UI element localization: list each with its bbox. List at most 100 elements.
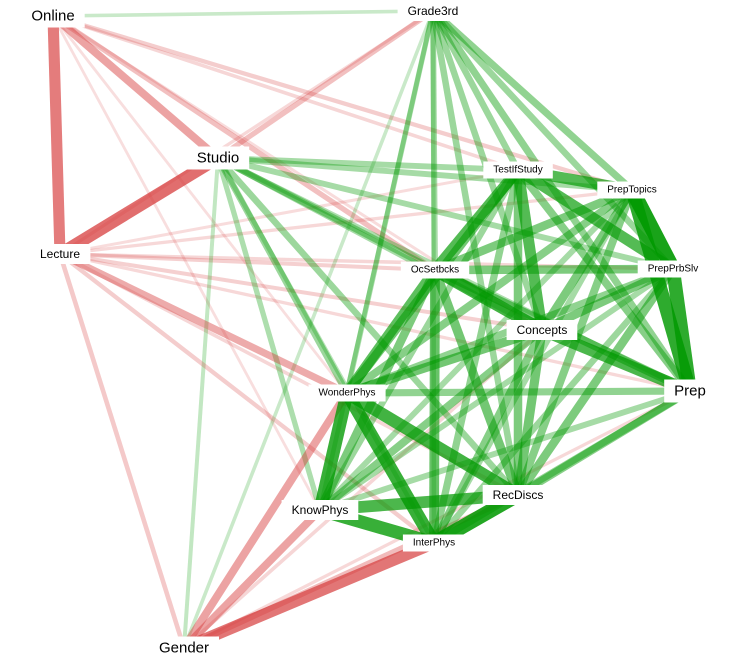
node-box bbox=[308, 384, 386, 402]
edge-lecture-interphys bbox=[58, 252, 436, 545]
edge-studio-grade3rd bbox=[216, 8, 435, 161]
edge-gender-concepts bbox=[182, 328, 544, 650]
node-recdiscs: RecDiscs bbox=[482, 485, 554, 505]
node-box bbox=[400, 261, 470, 279]
node-box bbox=[402, 534, 466, 552]
edge-studio-knowphys bbox=[215, 157, 323, 511]
node-ocsetbcks: OcSetbcks bbox=[400, 261, 470, 279]
edge-wonderphys-recdiscs bbox=[343, 387, 522, 501]
node-box bbox=[506, 320, 578, 340]
edge-gender-knowphys bbox=[181, 507, 323, 651]
edge-studio-wonderphys bbox=[215, 156, 350, 395]
node-box bbox=[397, 1, 469, 21]
edge-testifstudy-knowphys bbox=[317, 168, 521, 512]
node-studio: Studio bbox=[186, 146, 250, 170]
node-gender: Gender bbox=[149, 636, 219, 660]
node-box bbox=[597, 181, 667, 199]
edge-online-ocsetbcks bbox=[51, 13, 437, 273]
node-label-ocsetbcks: OcSetbcks bbox=[411, 265, 459, 276]
edge-online-wonderphys bbox=[51, 15, 349, 394]
node-box bbox=[482, 485, 554, 505]
node-prep: Prep bbox=[664, 379, 716, 403]
node-box bbox=[637, 260, 709, 278]
edge-ocsetbcks-recdiscs bbox=[430, 268, 523, 497]
edge-wonderphys-interphys bbox=[341, 389, 440, 547]
node-label-online: Online bbox=[31, 8, 74, 25]
edge-gender-interphys bbox=[181, 537, 437, 654]
node-label-prep: Prep bbox=[674, 383, 706, 400]
edge-lecture-wonderphys bbox=[58, 250, 349, 397]
edge-online-lecture bbox=[47, 15, 66, 255]
edge-concepts-recdiscs bbox=[513, 329, 547, 496]
node-concepts: Concepts bbox=[506, 320, 578, 340]
edge-lecture-concepts bbox=[59, 252, 543, 332]
edge-concepts-interphys bbox=[430, 328, 546, 545]
node-testifstudy: TestIfStudy bbox=[483, 161, 553, 179]
edge-concepts-wonderphys bbox=[345, 325, 544, 398]
node-label-recdiscs: RecDiscs bbox=[493, 488, 544, 502]
node-label-lecture: Lecture bbox=[40, 247, 80, 261]
node-box bbox=[281, 500, 359, 520]
edge-testifstudy-prep bbox=[514, 167, 694, 394]
edge-prepprbslv-recdiscs bbox=[514, 266, 677, 498]
edge-online-knowphys bbox=[51, 15, 322, 511]
node-wonderphys: WonderPhys bbox=[308, 384, 386, 402]
edge-lecture-ocsetbcks bbox=[59, 252, 436, 272]
edge-testifstudy-ocsetbcks bbox=[430, 166, 523, 274]
edge-online-grade3rd bbox=[52, 9, 434, 18]
edge-lecture-prep bbox=[59, 252, 691, 393]
node-knowphys: KnowPhys bbox=[281, 500, 359, 520]
node-label-grade3rd: Grade3rd bbox=[408, 4, 459, 18]
edge-grade3rd-prepprbslv bbox=[430, 8, 676, 272]
edge-online-preptopics bbox=[52, 13, 633, 193]
edge-prepprbslv-knowphys bbox=[318, 266, 675, 513]
edge-online-testifstudy bbox=[52, 14, 519, 172]
node-prepprbslv: PrepPrbSlv bbox=[637, 260, 709, 278]
node-box bbox=[186, 146, 250, 170]
edge-preptopics-concepts bbox=[538, 187, 636, 333]
node-box bbox=[21, 4, 85, 28]
edge-prepprbslv-prep bbox=[666, 268, 697, 392]
node-box bbox=[664, 379, 716, 403]
node-label-knowphys: KnowPhys bbox=[292, 503, 349, 517]
node-label-wonderphys: WonderPhys bbox=[318, 388, 375, 399]
node-preptopics: PrepTopics bbox=[597, 181, 667, 199]
node-label-gender: Gender bbox=[159, 640, 209, 657]
edge-prepprbslv-ocsetbcks bbox=[434, 264, 674, 275]
edge-studio-ocsetbcks bbox=[216, 155, 437, 273]
edge-testifstudy-concepts bbox=[512, 169, 548, 331]
node-interphys: InterPhys bbox=[402, 534, 466, 552]
edge-preptopics-prepprbslv bbox=[625, 186, 680, 273]
edge-prep-recdiscs bbox=[515, 387, 693, 499]
node-box bbox=[149, 636, 219, 660]
node-label-interphys: InterPhys bbox=[413, 538, 455, 549]
node-online: Online bbox=[21, 4, 85, 28]
edge-online-studio bbox=[50, 13, 221, 161]
node-label-concepts: Concepts bbox=[517, 323, 568, 337]
node-grade3rd: Grade3rd bbox=[397, 1, 469, 21]
node-label-testifstudy: TestIfStudy bbox=[493, 165, 542, 176]
edge-lecture-testifstudy bbox=[59, 168, 519, 256]
edge-gender-wonderphys bbox=[180, 390, 351, 651]
edge-grade3rd-ocsetbcks bbox=[430, 10, 438, 271]
edge-grade3rd-gender bbox=[182, 10, 435, 649]
edge-wonderphys-knowphys bbox=[313, 391, 354, 512]
edge-testifstudy-interphys bbox=[430, 169, 522, 544]
edge-studio-lecture bbox=[56, 152, 222, 260]
node-label-prepprbslv: PrepPrbSlv bbox=[648, 264, 699, 275]
edge-preptopics-ocsetbcks bbox=[433, 186, 634, 274]
node-box bbox=[483, 161, 553, 179]
edges-layer bbox=[47, 8, 697, 654]
edge-grade3rd-testifstudy bbox=[430, 9, 521, 172]
edge-lecture-preptopics bbox=[59, 188, 633, 256]
edge-grade3rd-preptopics bbox=[430, 8, 635, 193]
edge-ocsetbcks-wonderphys bbox=[342, 266, 440, 397]
edge-studio-gender bbox=[182, 157, 220, 649]
edge-studio-testifstudy bbox=[217, 155, 519, 173]
edge-studio-recdiscs bbox=[215, 155, 521, 498]
edge-studio-preptopics bbox=[217, 155, 633, 193]
node-label-preptopics: PrepTopics bbox=[607, 185, 656, 196]
edge-grade3rd-wonderphys bbox=[344, 10, 436, 394]
